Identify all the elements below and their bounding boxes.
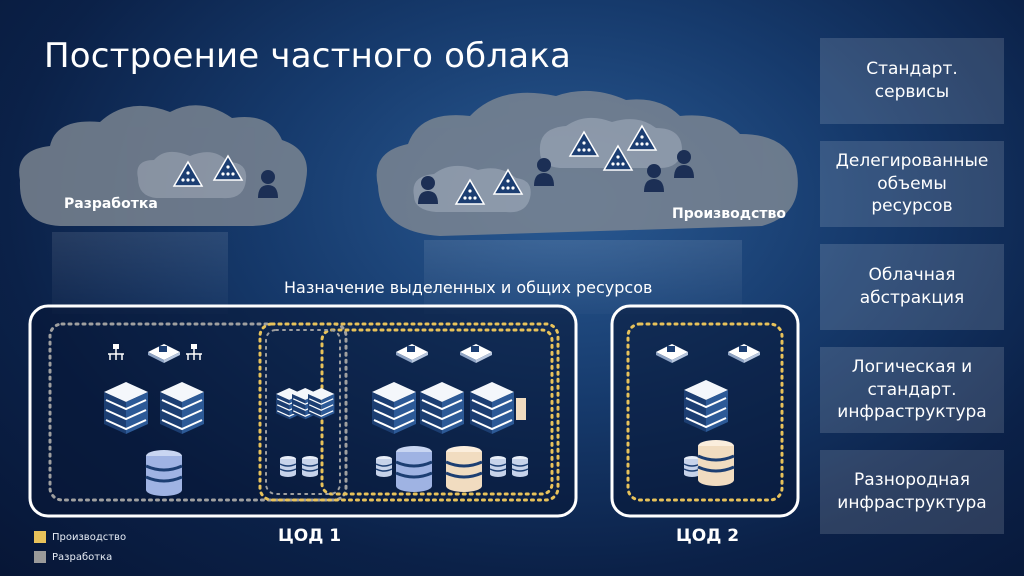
dev-cloud: [19, 105, 308, 226]
prod-resource-pool: [258, 322, 560, 502]
storage-icon: [394, 444, 434, 494]
storage-icon: [301, 455, 319, 478]
layer-heterogeneous-infrastructure: Разнородная инфраструктура: [820, 450, 1004, 534]
legend-swatch-production: [34, 531, 46, 543]
legend-label-production: Производство: [52, 531, 127, 543]
server-icon: [307, 387, 335, 420]
storage-icon: [511, 455, 529, 478]
server-icon: [469, 381, 515, 435]
layer-delegated-resources: Делегированные объемы ресурсов: [820, 141, 1004, 227]
server-icon: [159, 381, 205, 435]
dc1-label: ЦОД 1: [278, 526, 342, 546]
dev-resource-pool: [48, 322, 348, 502]
shared-pool: [265, 329, 341, 495]
server-icon: [103, 381, 149, 435]
layer-logical-infrastructure: Логическая и стандарт. инфраструктура: [820, 347, 1004, 433]
prod-cloud-label: Производство: [672, 206, 786, 222]
legend-development: Разработка: [34, 551, 112, 563]
legend-production: Производство: [34, 531, 126, 543]
legend-swatch-development: [34, 551, 46, 563]
storage-icon: [375, 455, 393, 478]
page-title: Построение частного облака: [44, 36, 572, 76]
resource-assignment-label: Назначение выделенных и общих ресурсов: [284, 278, 653, 297]
storage-icon: [144, 448, 184, 498]
storage-icon: [489, 455, 507, 478]
server-accent: [516, 398, 526, 420]
layer-standard-services: Стандарт. сервисы: [820, 38, 1004, 124]
dc2-prod-pool: [626, 322, 784, 502]
storage-icon: [444, 444, 484, 494]
dev-cloud-label: Разработка: [64, 196, 158, 212]
server-icon: [683, 379, 729, 433]
storage-icon: [683, 455, 701, 478]
server-icon: [419, 381, 465, 435]
storage-icon: [696, 438, 736, 488]
legend-label-development: Разработка: [52, 551, 113, 563]
storage-icon: [279, 455, 297, 478]
dev-beam: [52, 232, 228, 314]
prod-dedicated-pool: [320, 328, 554, 496]
prod-beam: [424, 240, 742, 314]
dc2-label: ЦОД 2: [676, 526, 740, 546]
layer-cloud-abstraction: Облачная абстракция: [820, 244, 1004, 330]
server-icon: [371, 381, 417, 435]
